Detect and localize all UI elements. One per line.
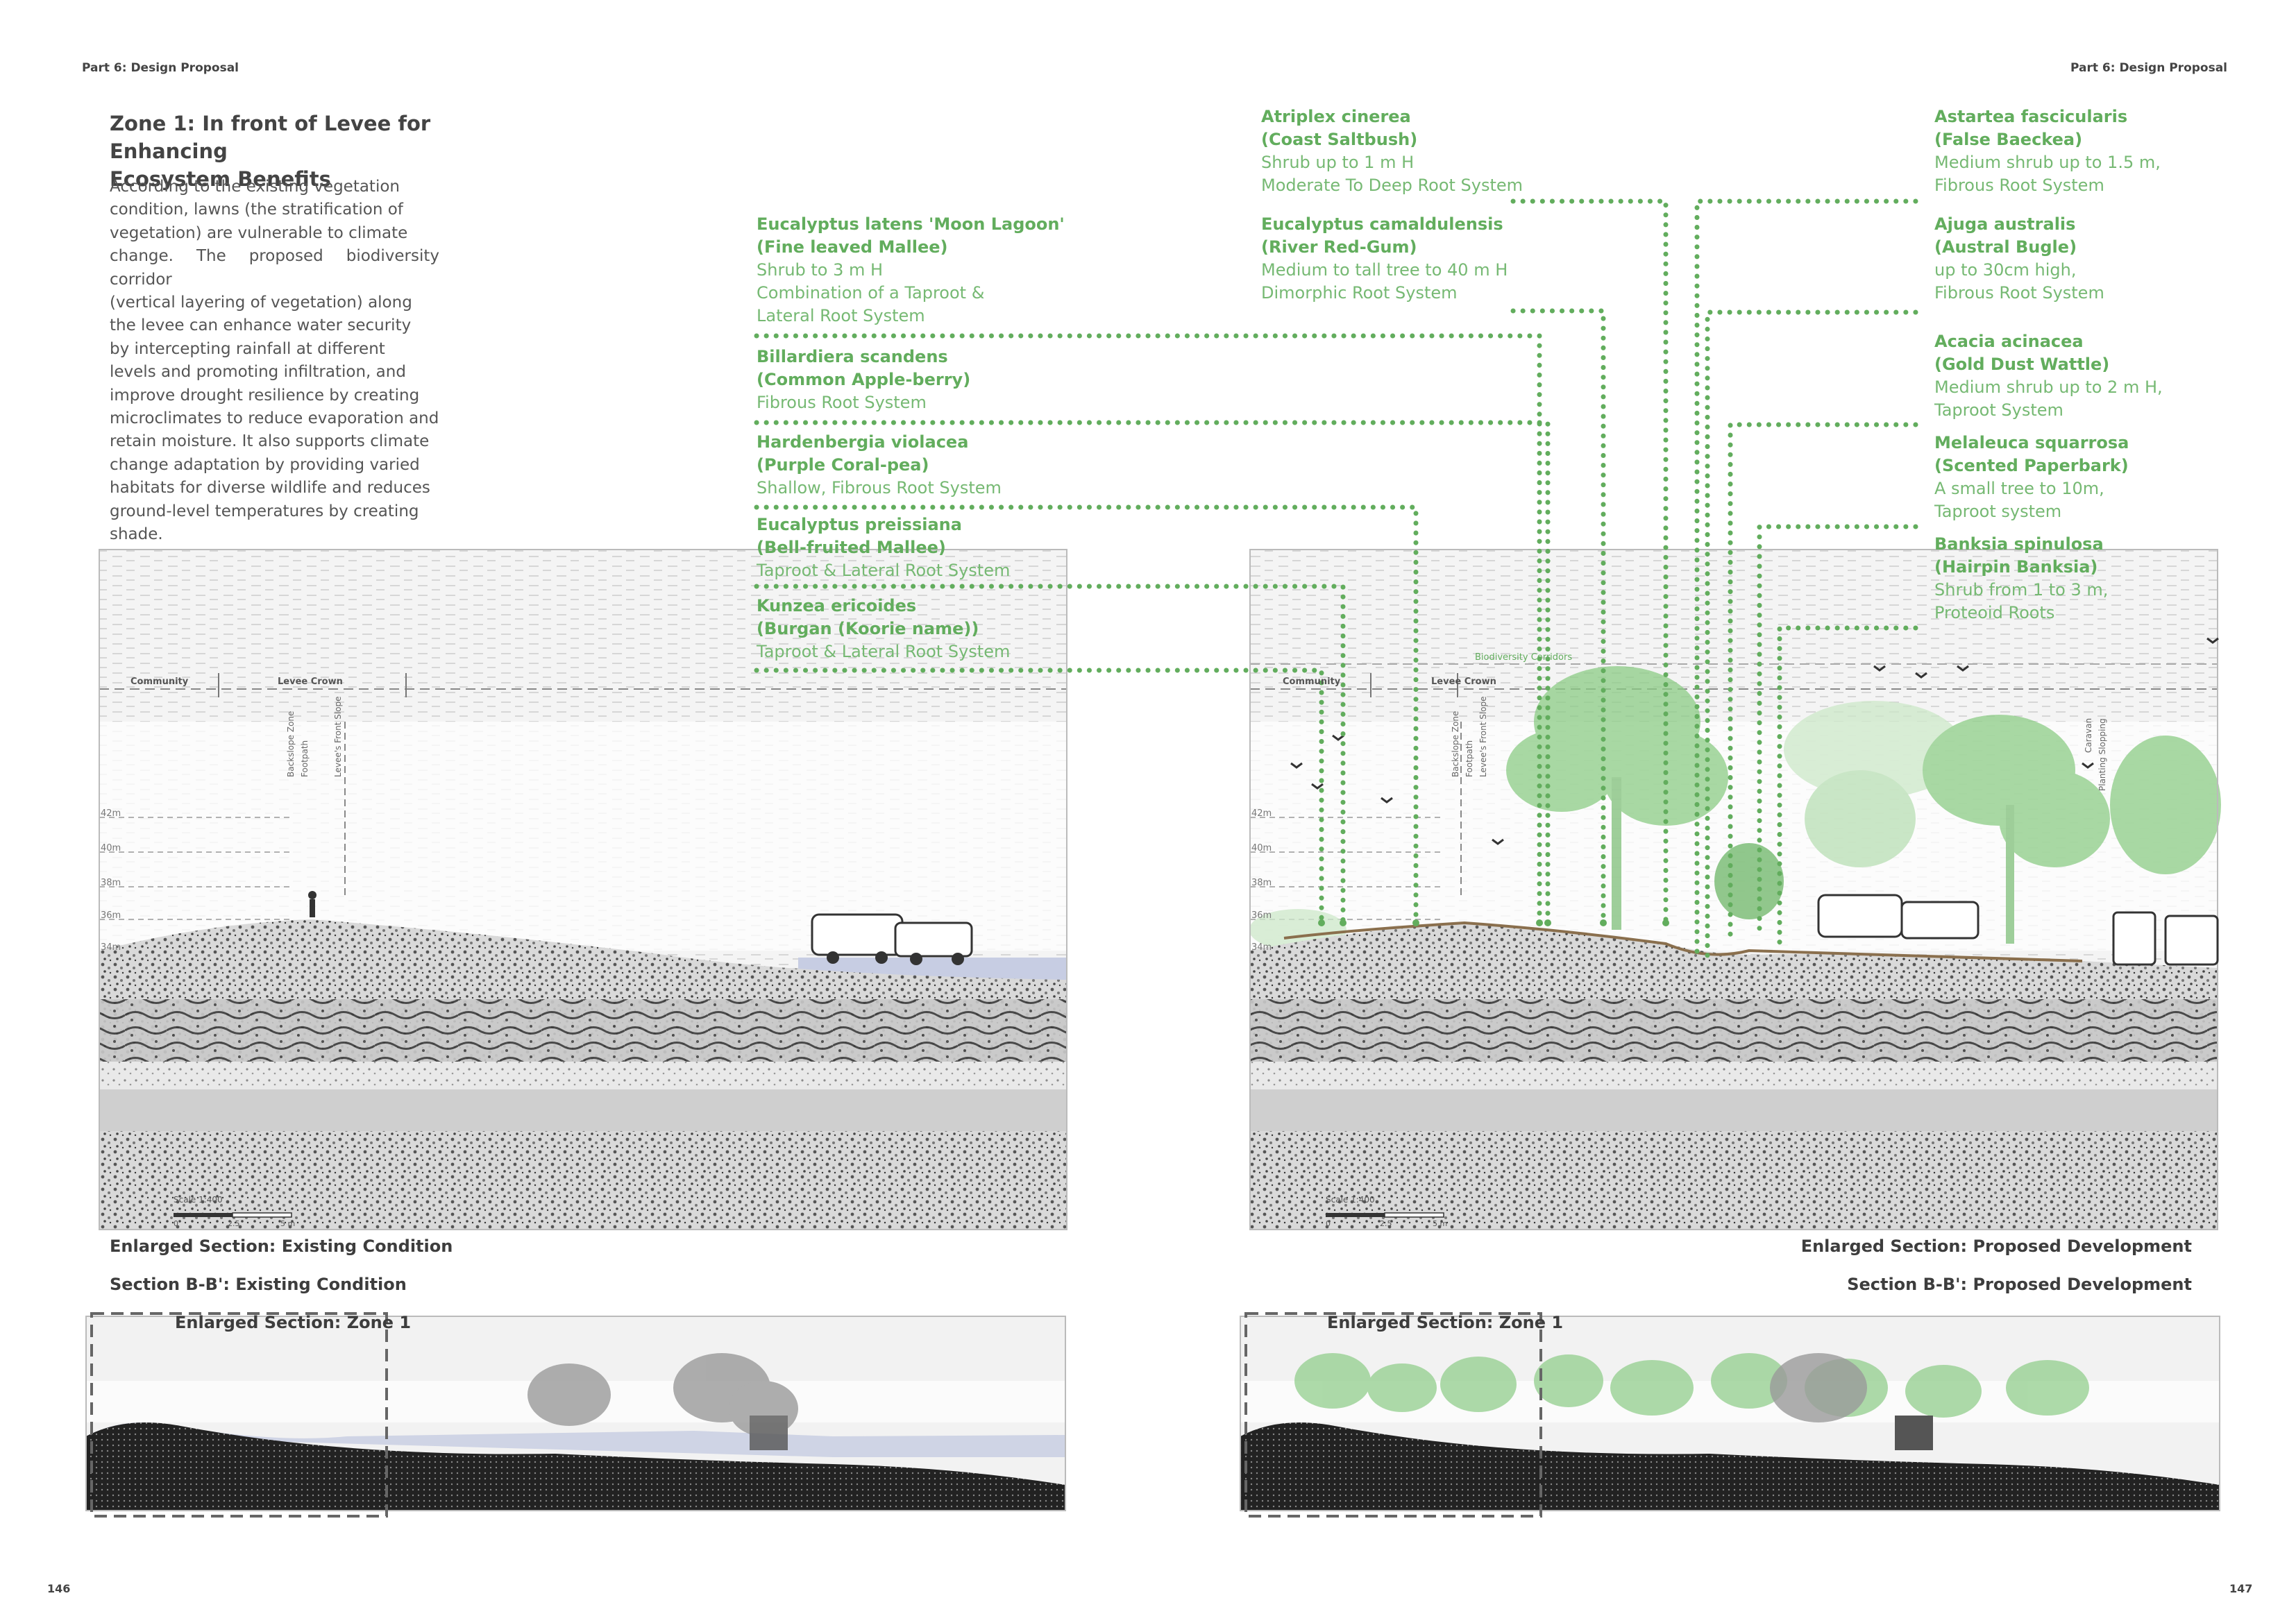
paragraph-line: change adaptation by providing varied <box>110 455 420 474</box>
paragraph-line: by intercepting rainfall at different <box>110 339 385 358</box>
caravan-icon <box>811 913 973 965</box>
label-levee-crown: Levee Crown <box>278 677 343 687</box>
scale-bar <box>1326 1212 1444 1218</box>
enlarged-section-proposed <box>1249 549 2221 1230</box>
scale-tick: 2.5 <box>228 1219 240 1228</box>
label-level: 36m <box>101 910 121 921</box>
caravan-icon <box>1817 894 2219 966</box>
caption-enlarged-existing: Enlarged Section: Existing Condition <box>110 1237 453 1256</box>
zone-title: Zone 1: In front of Levee for Enhancing … <box>110 110 526 193</box>
scale-tick: 0 <box>174 1219 178 1228</box>
plant-label: Melaleuca squarrosa(Scented Paperbark) A… <box>1934 433 2129 521</box>
plant-label: Billardiera scandens(Common Apple-berry)… <box>757 347 971 412</box>
scale-label: Scale 1:400 <box>174 1195 223 1205</box>
label-community: Community <box>1283 677 1341 687</box>
zone-title-line2: Ecosystem Benefits <box>110 167 331 191</box>
label-level: 40m <box>1251 843 1272 853</box>
plant-label: Atriplex cinerea(Coast Saltbush) Shrub u… <box>1261 107 1523 195</box>
label-community: Community <box>130 677 189 687</box>
label-levee-front: Levee's Front Slope <box>333 696 343 777</box>
label-backslope: Backslope Zone <box>286 711 296 777</box>
scale-bar <box>174 1212 292 1218</box>
label-level: 42m <box>101 808 121 819</box>
section-bb-existing <box>85 1312 1066 1518</box>
zone-title-line1: Zone 1: In front of Levee for Enhancing <box>110 112 431 163</box>
paragraph-line: levels and promoting infiltration, and <box>110 363 406 382</box>
label-level: 38m <box>101 878 121 888</box>
plant-label: Acacia acinacea(Gold Dust Wattle) Medium… <box>1934 332 2163 420</box>
label-level: 40m <box>101 843 121 853</box>
caption-section-existing: Section B-B': Existing Condition <box>110 1275 407 1294</box>
paragraph-line: change. The proposed biodiversity corrid… <box>110 247 439 289</box>
birds-icon <box>1290 637 2219 845</box>
caption-section-proposed: Section B-B': Proposed Development <box>1847 1275 2192 1294</box>
section-bb-proposed <box>1240 1312 2220 1518</box>
paragraph-line: improve drought resilience by creating <box>110 386 420 405</box>
plant-label: Kunzea ericoides(Burgan (Koorie name)) T… <box>757 596 1011 661</box>
paragraph-line: ground-level temperatures by creating <box>110 502 419 520</box>
paragraph-line: habitats for diverse wildlife and reduce… <box>110 479 430 498</box>
label-planting: Planting Slopping <box>2097 718 2107 791</box>
plant-leader-lines <box>754 198 1918 960</box>
scale-label: Scale 1:400 <box>1326 1195 1375 1205</box>
paragraph-line: the levee can enhance water security <box>110 316 412 335</box>
scale-tick: 5 m <box>280 1219 296 1228</box>
paragraph-line: (vertical layering of vegetation) along <box>110 294 412 312</box>
paragraph-line: microclimates to reduce evaporation and <box>110 409 439 428</box>
caption-enlarged-proposed: Enlarged Section: Proposed Development <box>1800 1237 2192 1256</box>
plant-label: Eucalyptus latens 'Moon Lagoon'(Fine lea… <box>757 214 1065 325</box>
plant-label: Ajuga australis(Austral Bugle) up to 30c… <box>1934 214 2104 303</box>
label-levee-front: Levee's Front Slope <box>1478 696 1488 777</box>
plant-label: Banksia spinulosa(Hairpin Banksia) Shrub… <box>1934 534 2109 622</box>
label-level: 34m <box>101 942 121 953</box>
zone-box-label: Enlarged Section: Zone 1 <box>1327 1313 1564 1332</box>
scale-tick: 2.5 <box>1380 1219 1392 1228</box>
zone-box-label: Enlarged Section: Zone 1 <box>175 1313 412 1332</box>
label-footpath: Footpath <box>300 740 310 777</box>
label-caravan: Caravan <box>2084 717 2093 753</box>
label-level: 36m <box>1251 910 1272 921</box>
label-level: 38m <box>1251 878 1272 888</box>
label-level: 42m <box>1251 808 1272 819</box>
plant-label: Hardenbergia violacea(Purple Coral-pea) … <box>757 432 1002 498</box>
scale-tick: 0 <box>1326 1219 1331 1228</box>
page-number-left: 146 <box>47 1582 71 1595</box>
header-left: Part 6: Design Proposal <box>82 61 239 75</box>
label-footpath: Footpath <box>1464 740 1474 777</box>
paragraph-line: shade. <box>110 525 163 544</box>
header-right: Part 6: Design Proposal <box>2070 61 2228 75</box>
scale-tick: 5 m <box>1433 1219 1448 1228</box>
paragraph-line: condition, lawns (the stratification of <box>110 201 403 219</box>
paragraph-line: According to the existing vegetation <box>110 178 400 196</box>
label-levee-crown: Levee Crown <box>1431 677 1496 687</box>
label-level: 34m <box>1251 942 1272 953</box>
plant-label: Eucalyptus camaldulensis(River Red-Gum) … <box>1261 214 1508 303</box>
paragraph-line: vegetation) are vulnerable to climate <box>110 223 408 242</box>
zone-paragraph: According to the existing vegetation con… <box>110 176 439 547</box>
person-icon <box>308 891 316 917</box>
page-number-right: 147 <box>2229 1582 2253 1595</box>
label-backslope: Backslope Zone <box>1451 711 1460 777</box>
enlarged-section-existing <box>99 549 1067 1230</box>
label-biodiversity: Biodiversity Corridors <box>1475 652 1573 663</box>
plant-label: Astartea fascicularis(False Baeckea) Med… <box>1934 107 2161 195</box>
paragraph-line: retain moisture. It also supports climat… <box>110 432 430 451</box>
plant-label: Eucalyptus preissiana(Bell-fruited Malle… <box>757 515 1011 580</box>
